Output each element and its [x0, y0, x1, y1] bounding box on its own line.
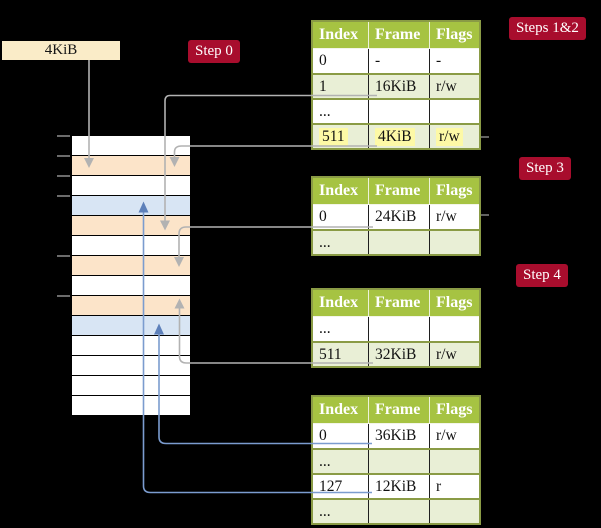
table-row: ... — [313, 448, 479, 473]
page-table-steps-1-2: Index Frame Flags 0 - - 1 16KiB r/w ... … — [311, 20, 481, 150]
cell-index: 0 — [319, 427, 327, 444]
label-steps-1-2: Steps 1&2 — [509, 17, 586, 40]
table-row: 511 32KiB r/w — [313, 341, 479, 366]
cell-frame: 32KiB — [368, 343, 429, 366]
cell-index: ... — [319, 102, 331, 120]
cell-index: 1 — [319, 77, 327, 95]
cell-flags — [429, 100, 479, 123]
column-header-index: Index — [319, 182, 359, 199]
cell-frame: 16KiB — [368, 75, 429, 98]
cell-index: 511 — [313, 125, 368, 148]
page-table-bottom: Index Frame Flags 0 36KiB r/w ... 127 12… — [311, 395, 481, 525]
column-header-flags: Flags — [429, 178, 479, 204]
cell-index: 127 — [319, 477, 343, 495]
page-size-box: 4KiB — [2, 41, 120, 60]
cell-index: 0 — [319, 52, 327, 69]
table-row: ... — [313, 229, 479, 254]
memory-row — [72, 196, 190, 216]
memory-row — [72, 296, 190, 316]
cell-index: ... — [319, 320, 331, 337]
memory-row — [72, 156, 190, 176]
label-step-4: Step 4 — [516, 264, 568, 287]
column-header-flags: Flags — [429, 22, 479, 48]
label-step-3: Step 3 — [519, 157, 571, 180]
table-header-row: Index Frame Flags — [313, 178, 479, 204]
cell-frame: - — [368, 49, 429, 73]
cell-frame: 36KiB — [368, 424, 429, 448]
memory-row — [72, 376, 190, 396]
page-table-step-3: Index Frame Flags 0 24KiB r/w ... — [311, 176, 481, 256]
table-row: 127 12KiB r — [313, 473, 479, 498]
memory-row — [72, 176, 190, 196]
cell-flags — [429, 317, 479, 341]
cell-frame: 24KiB — [368, 205, 429, 229]
column-header-frame: Frame — [368, 178, 429, 204]
table-row: 0 36KiB r/w — [313, 423, 479, 448]
cell-flags: r/w — [429, 424, 479, 448]
memory-row — [72, 276, 190, 296]
memory-stack — [72, 136, 190, 416]
cell-flags: - — [429, 49, 479, 73]
cell-frame — [368, 231, 429, 254]
table-row: 1 16KiB r/w — [313, 73, 479, 98]
table-row: 0 24KiB r/w — [313, 204, 479, 229]
column-header-index: Index — [319, 26, 359, 43]
stack-ticks — [57, 135, 70, 297]
cell-flags: r/w — [429, 343, 479, 366]
page-table-step-4: Index Frame Flags ... 511 32KiB r/w — [311, 288, 481, 368]
column-header-index: Index — [319, 294, 359, 311]
table-row: ... — [313, 498, 479, 523]
memory-row — [72, 396, 190, 416]
cell-flags: r — [429, 475, 479, 498]
memory-row — [72, 136, 190, 156]
table-row: 0 - - — [313, 48, 479, 73]
cell-index: 511 — [319, 345, 342, 363]
memory-row — [72, 256, 190, 276]
column-header-flags: Flags — [429, 290, 479, 316]
memory-row — [72, 316, 190, 336]
table-header-row: Index Frame Flags — [313, 397, 479, 423]
column-header-flags: Flags — [429, 397, 479, 423]
cell-frame — [368, 450, 429, 473]
table-header-row: Index Frame Flags — [313, 22, 479, 48]
cell-frame: 12KiB — [368, 475, 429, 498]
cell-frame — [368, 317, 429, 341]
table-header-row: Index Frame Flags — [313, 290, 479, 316]
column-header-frame: Frame — [368, 290, 429, 316]
memory-row — [72, 336, 190, 356]
memory-row — [72, 356, 190, 376]
cell-flags — [429, 450, 479, 473]
cell-index: ... — [319, 502, 331, 520]
cell-frame — [368, 500, 429, 523]
cell-frame — [368, 100, 429, 123]
cell-index: ... — [319, 233, 331, 251]
cell-flags: r/w — [429, 75, 479, 98]
column-header-frame: Frame — [368, 22, 429, 48]
table-row: ... — [313, 316, 479, 341]
memory-row — [72, 216, 190, 236]
cell-flags — [429, 231, 479, 254]
table-row: ... — [313, 98, 479, 123]
cell-flags: r/w — [429, 205, 479, 229]
column-header-frame: Frame — [368, 397, 429, 423]
label-step-0: Step 0 — [188, 40, 240, 63]
cell-index: 0 — [319, 208, 327, 225]
cell-flags — [429, 500, 479, 523]
table-row-highlighted: 511 4KiB r/w — [313, 123, 479, 148]
cell-index: ... — [319, 452, 331, 470]
column-header-index: Index — [319, 401, 359, 418]
cell-frame: 4KiB — [368, 125, 429, 148]
memory-row — [72, 236, 190, 256]
cell-flags: r/w — [429, 125, 479, 148]
